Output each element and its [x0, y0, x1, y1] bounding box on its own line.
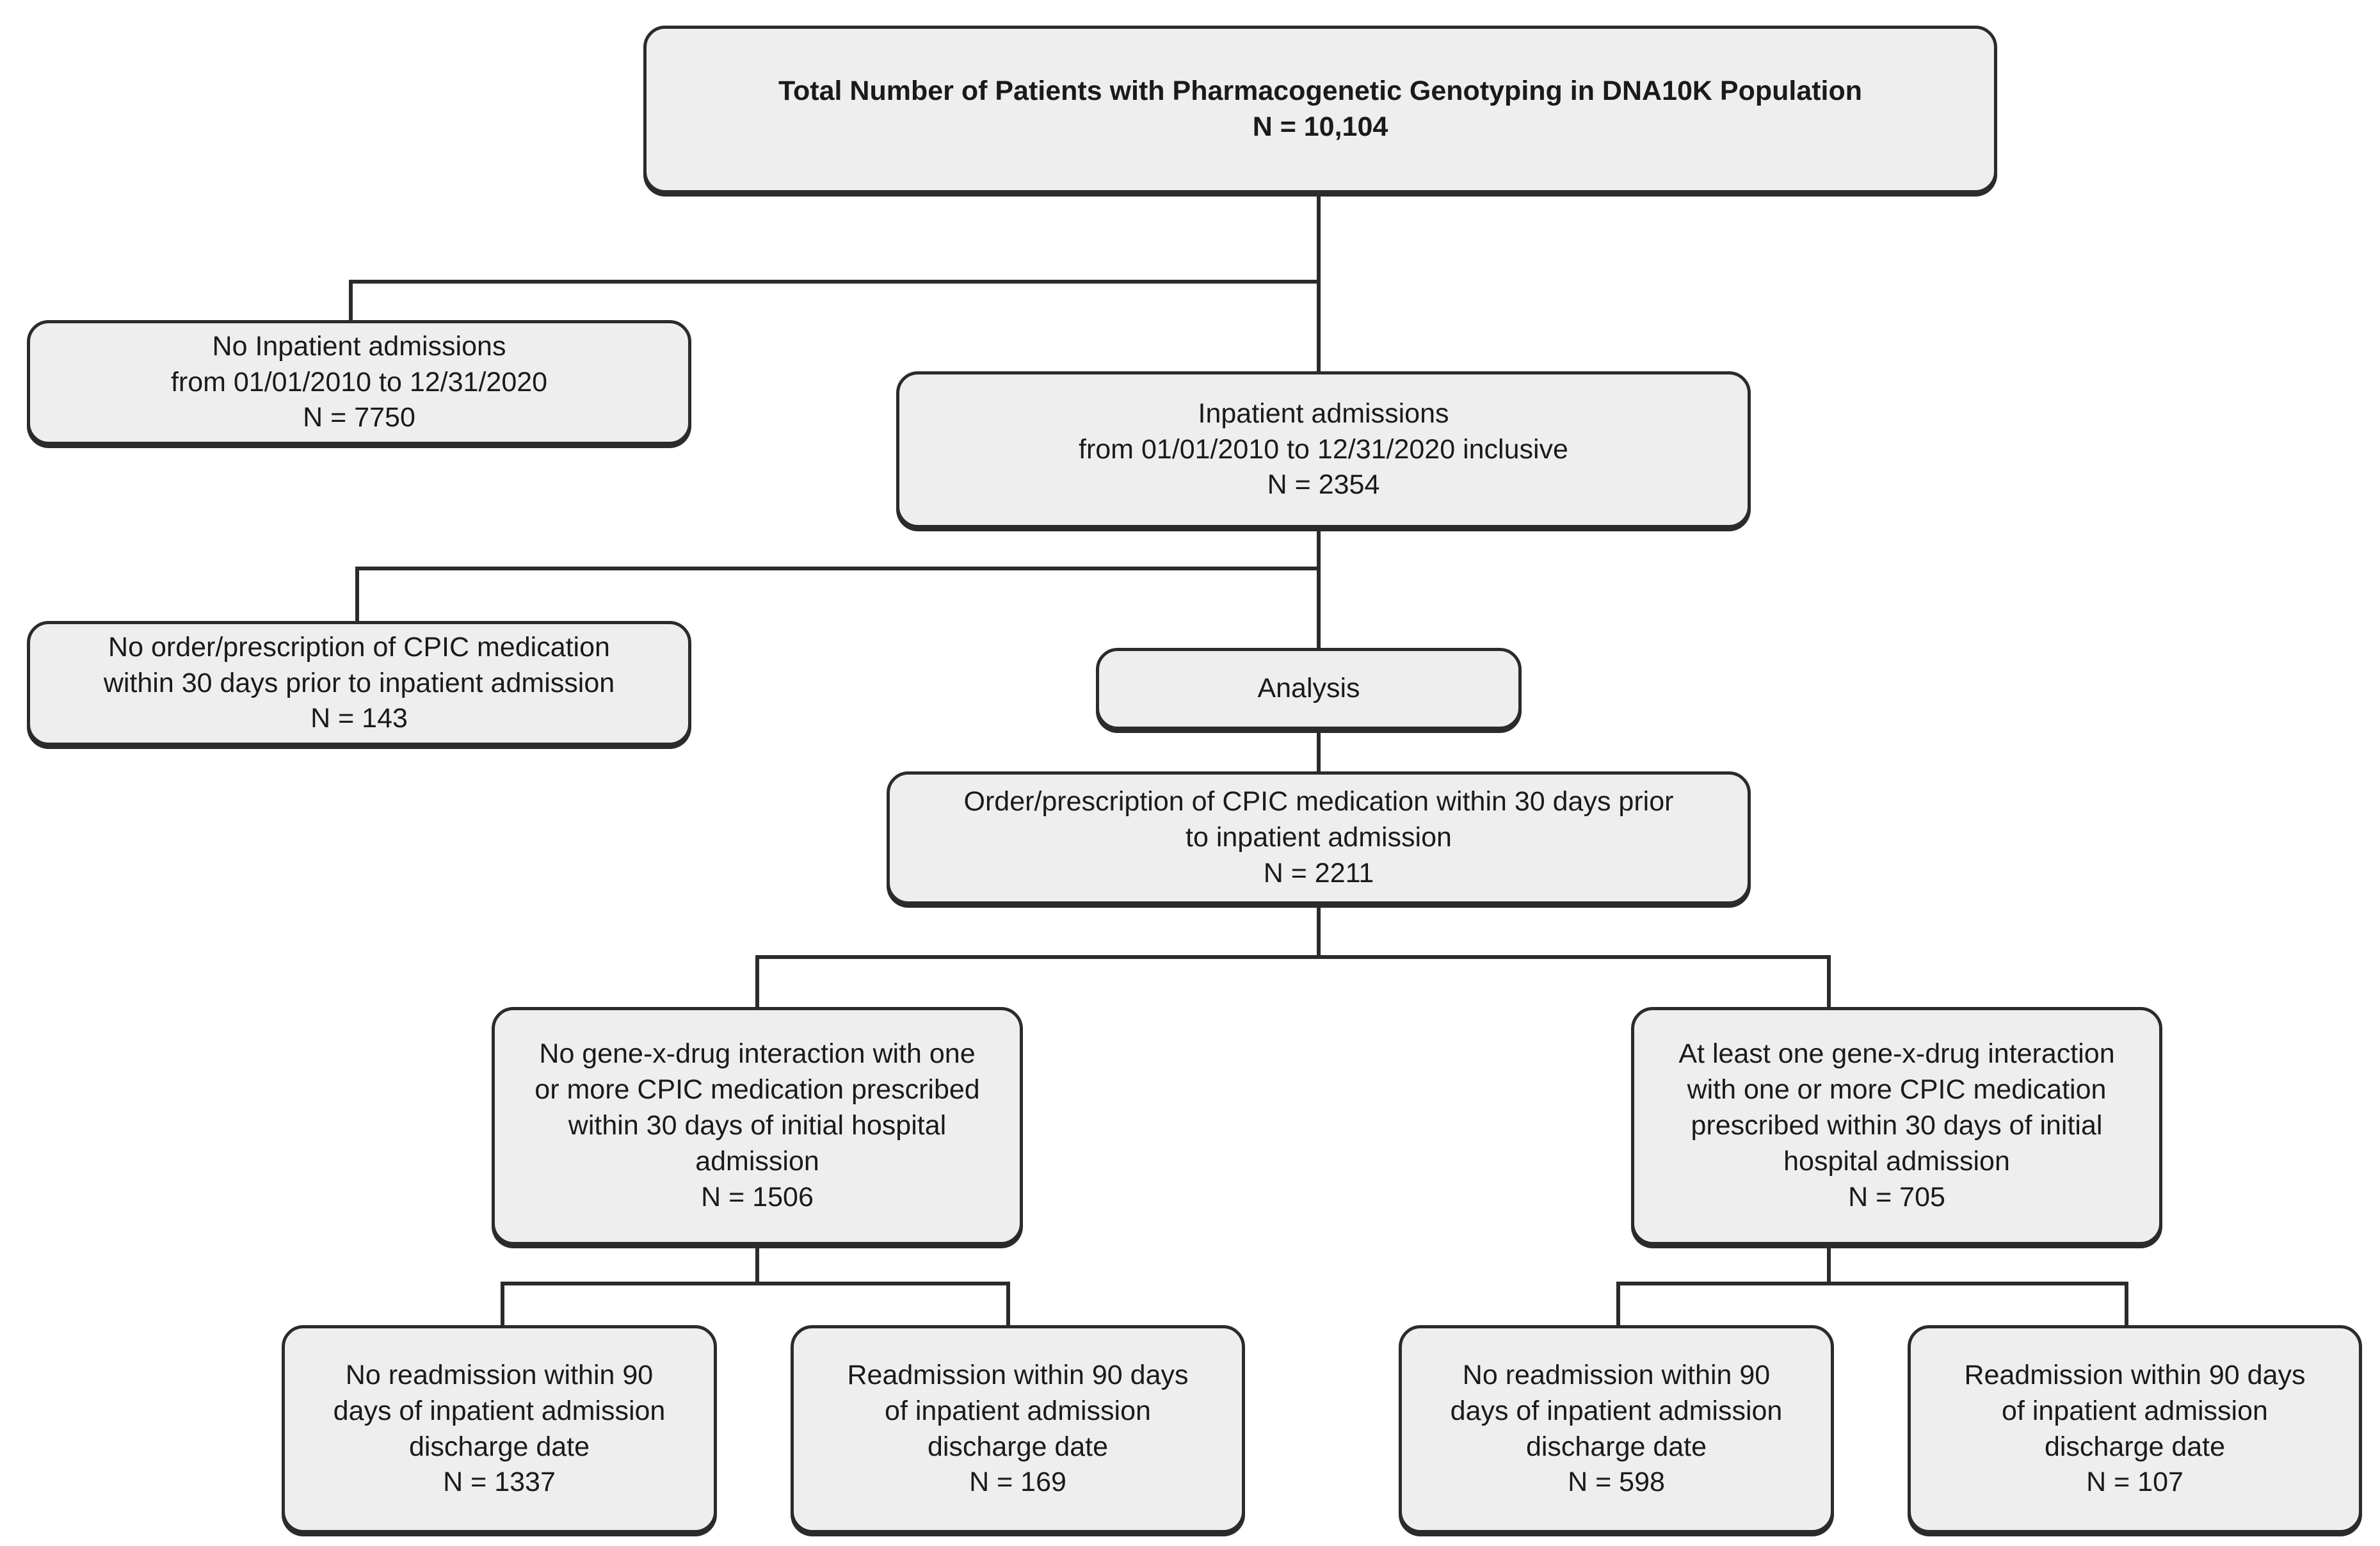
node-has-gene-drug-interaction[interactable]: At least one gene-x-drug interaction wit… — [1631, 1007, 2162, 1245]
edge-left-readmit-drop-b — [1006, 1282, 1010, 1326]
node-no-cpic-order-label: No order/prescription of CPIC medication… — [103, 631, 615, 734]
node-no-readmission-right-label: No readmission within 90 days of inpatie… — [1450, 1359, 1783, 1498]
node-cpic-order[interactable]: Order/prescription of CPIC medication wi… — [887, 771, 1751, 905]
node-inpatient-admissions-label: Inpatient admissions from 01/01/2010 to … — [1079, 398, 1568, 501]
edge-branch-1-horizontal — [349, 280, 1321, 284]
edge-branch-2-horizontal — [355, 567, 1321, 570]
edge-left-readmit-drop-a — [501, 1282, 504, 1326]
node-readmission-left-label: Readmission within 90 days of inpatient … — [847, 1359, 1189, 1498]
edge-inpatient-to-analysis — [1317, 567, 1321, 650]
node-no-inpatient-admissions[interactable]: No Inpatient admissions from 01/01/2010 … — [27, 320, 691, 445]
node-no-cpic-order[interactable]: No order/prescription of CPIC medication… — [27, 621, 691, 746]
edge-right-readmit-drop-b — [2125, 1282, 2128, 1326]
node-analysis[interactable]: Analysis — [1096, 648, 1522, 730]
node-has-gene-drug-interaction-label: At least one gene-x-drug interaction wit… — [1678, 1038, 2115, 1212]
node-no-readmission-right[interactable]: No readmission within 90 days of inpatie… — [1399, 1325, 1834, 1533]
edge-branch-2-drop-left — [355, 567, 359, 623]
node-inpatient-admissions[interactable]: Inpatient admissions from 01/01/2010 to … — [896, 371, 1751, 528]
node-no-readmission-left-label: No readmission within 90 days of inpatie… — [333, 1359, 666, 1498]
edge-cpic-stem — [1317, 903, 1321, 956]
edge-right-readmit-drop-a — [1616, 1282, 1620, 1326]
node-readmission-right-label: Readmission within 90 days of inpatient … — [1964, 1359, 2306, 1498]
node-cpic-order-label: Order/prescription of CPIC medication wi… — [963, 786, 1674, 889]
edge-total-to-inpatient — [1317, 280, 1321, 373]
edge-right-readmit-stem — [1827, 1243, 1831, 1283]
edge-right-readmit-horizontal — [1616, 1282, 2128, 1285]
node-no-gene-drug-interaction-label: No gene-x-drug interaction with one or m… — [535, 1038, 980, 1212]
node-no-readmission-left[interactable]: No readmission within 90 days of inpatie… — [282, 1325, 717, 1533]
node-no-inpatient-admissions-label: No Inpatient admissions from 01/01/2010 … — [170, 330, 548, 433]
edge-total-stem — [1317, 192, 1321, 282]
node-readmission-left[interactable]: Readmission within 90 days of inpatient … — [791, 1325, 1245, 1533]
edge-left-readmit-stem — [755, 1243, 759, 1283]
edge-branch-1-drop-left — [349, 280, 353, 322]
edge-analysis-to-cpic — [1317, 729, 1321, 772]
node-total-population-label: Total Number of Patients with Pharmacoge… — [778, 76, 1863, 142]
edge-left-readmit-horizontal — [501, 1282, 1010, 1285]
node-readmission-right[interactable]: Readmission within 90 days of inpatient … — [1908, 1325, 2362, 1533]
node-total-population[interactable]: Total Number of Patients with Pharmacoge… — [643, 26, 1997, 193]
node-analysis-label: Analysis — [1257, 673, 1360, 704]
edge-interaction-drop-right — [1827, 955, 1831, 1010]
edge-interaction-split-horizontal — [755, 955, 1831, 959]
edge-interaction-drop-left — [755, 955, 759, 1010]
edge-inpatient-stem — [1317, 526, 1321, 568]
node-no-gene-drug-interaction[interactable]: No gene-x-drug interaction with one or m… — [492, 1007, 1023, 1245]
